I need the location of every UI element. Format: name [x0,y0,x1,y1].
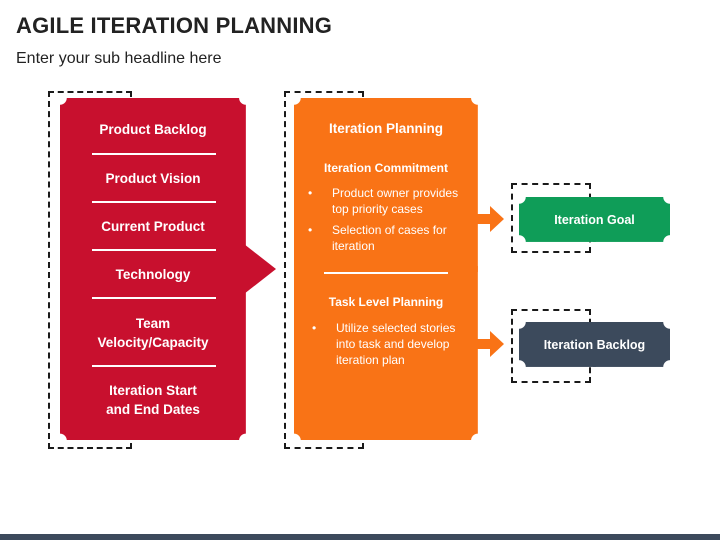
inputs-item-product-vision: Product Vision [105,171,201,186]
commitment-heading: Iteration Commitment [323,161,448,175]
task-list: •Utilize selected stories into task and … [312,320,462,373]
iteration-backlog-box: Iteration Backlog [519,322,670,367]
planning-divider [324,272,448,274]
inputs-divider [92,153,216,155]
inputs-item-technology: Technology [115,267,191,282]
footer-bar [0,534,720,540]
list-item: •Utilize selected stories into task and … [312,321,456,367]
page-title: AGILE ITERATION PLANNING [16,13,333,38]
inputs-divider [92,297,216,299]
task-heading: Task Level Planning [328,295,444,309]
planning-title: Iteration Planning [328,121,443,136]
page-subtitle: Enter your sub headline here [16,50,222,67]
arrow-right-icon [476,331,504,357]
list-item: •Selection of cases for iteration [308,223,447,253]
inputs-item-product-backlog: Product Backlog [99,122,207,137]
inputs-box: Product Backlog Product Vision Current P… [60,98,246,440]
arrow-right-icon [476,206,504,232]
planning-box: Iteration Planning Iteration Commitment … [294,98,478,440]
inputs-divider [92,201,216,203]
inputs-item-current-product: Current Product [101,219,205,234]
iteration-goal-box: Iteration Goal [519,197,670,242]
inputs-item-team-velocity: Team Velocity/Capacity [97,316,209,350]
list-item: •Product owner provides top priority cas… [308,186,459,216]
iteration-goal-label: Iteration Goal [554,212,635,227]
inputs-divider [92,249,216,251]
inputs-divider [92,365,216,367]
iteration-backlog-label: Iteration Backlog [543,337,646,352]
commitment-list: •Product owner provides top priority cas… [308,185,472,259]
inputs-item-iteration-dates: Iteration Start and End Dates [106,383,200,417]
arrow-right-icon [244,244,276,294]
